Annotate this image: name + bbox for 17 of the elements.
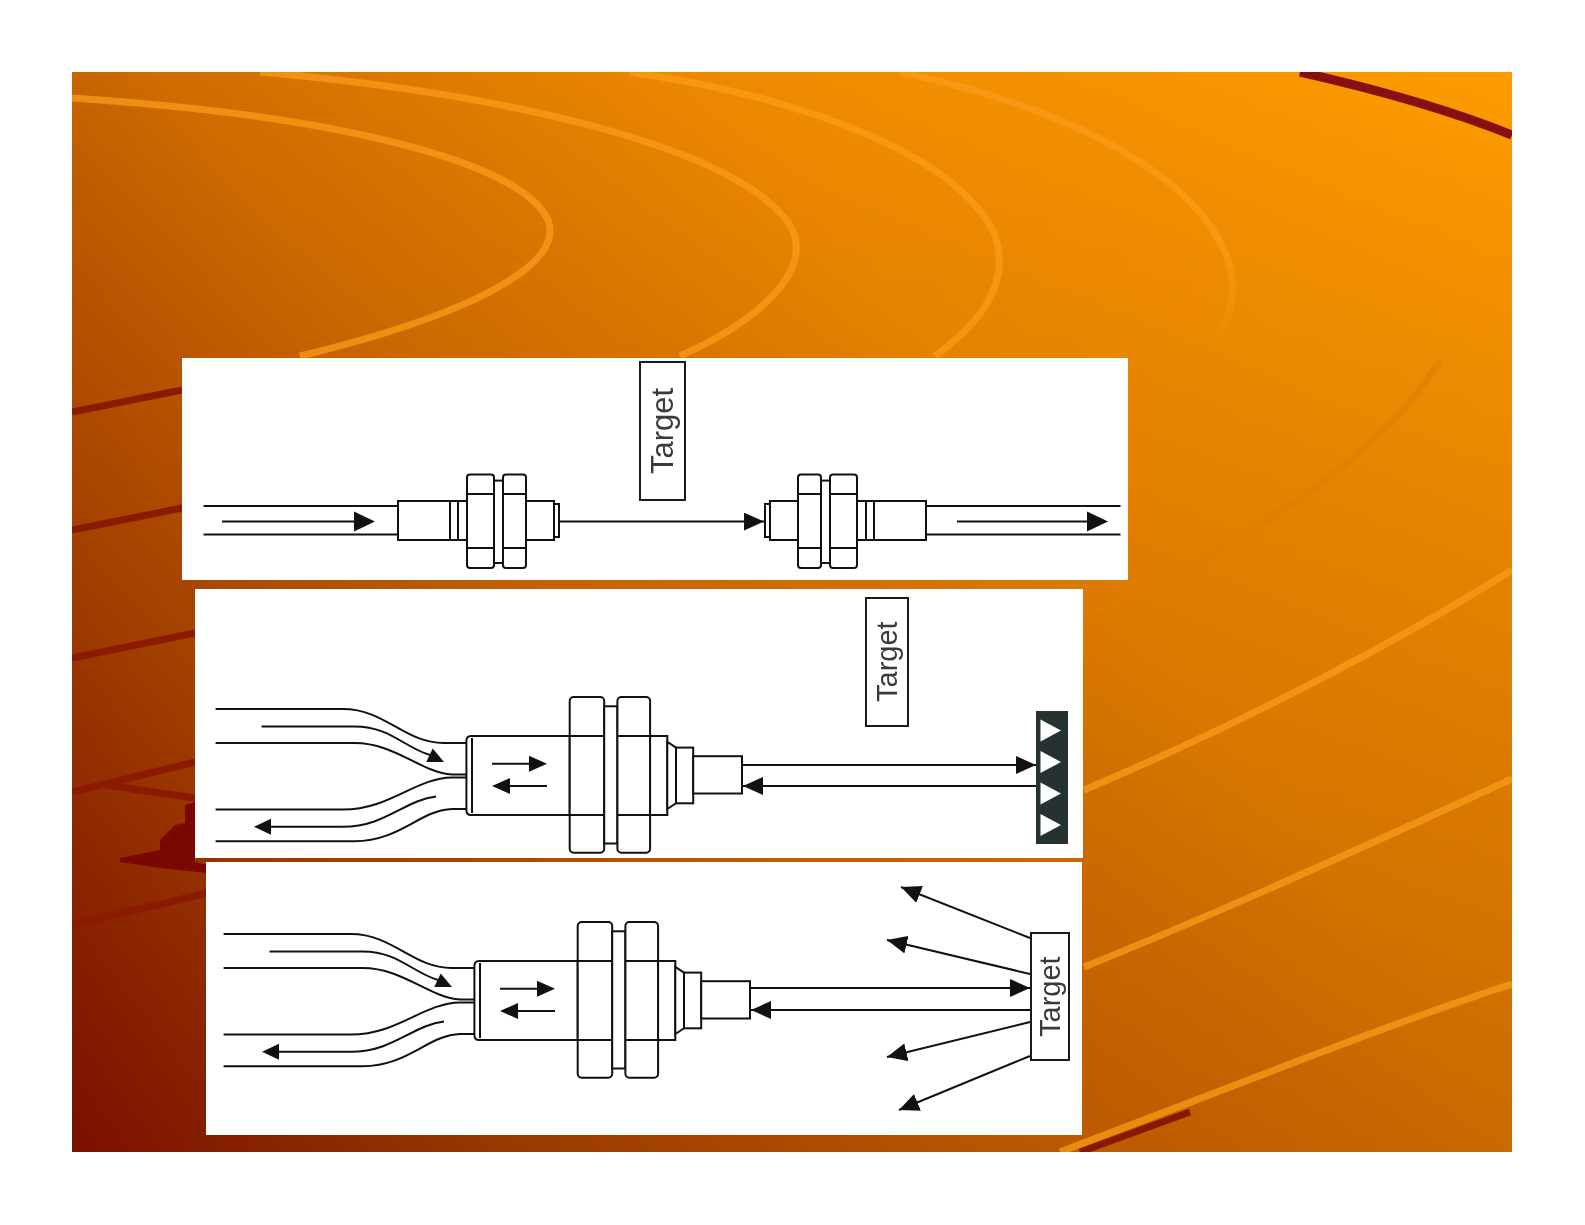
arrow [742, 756, 1037, 774]
sensor-drawing [764, 473, 1122, 569]
target-box: Target [865, 597, 909, 727]
arrow [750, 1001, 1031, 1019]
arrow [559, 512, 765, 531]
sensor-drawing [214, 696, 743, 854]
arrow [900, 886, 1031, 939]
reflector-icon [1036, 711, 1068, 844]
sensor-drawing [222, 921, 751, 1079]
sensor-drawing [202, 473, 560, 569]
arrow [750, 979, 1031, 997]
arrow [898, 1055, 1031, 1111]
arrow [886, 1021, 1031, 1061]
arrow [742, 777, 1037, 795]
target-box: Target [1030, 932, 1070, 1061]
target-box: Target [639, 361, 686, 501]
arrow [886, 935, 1031, 975]
